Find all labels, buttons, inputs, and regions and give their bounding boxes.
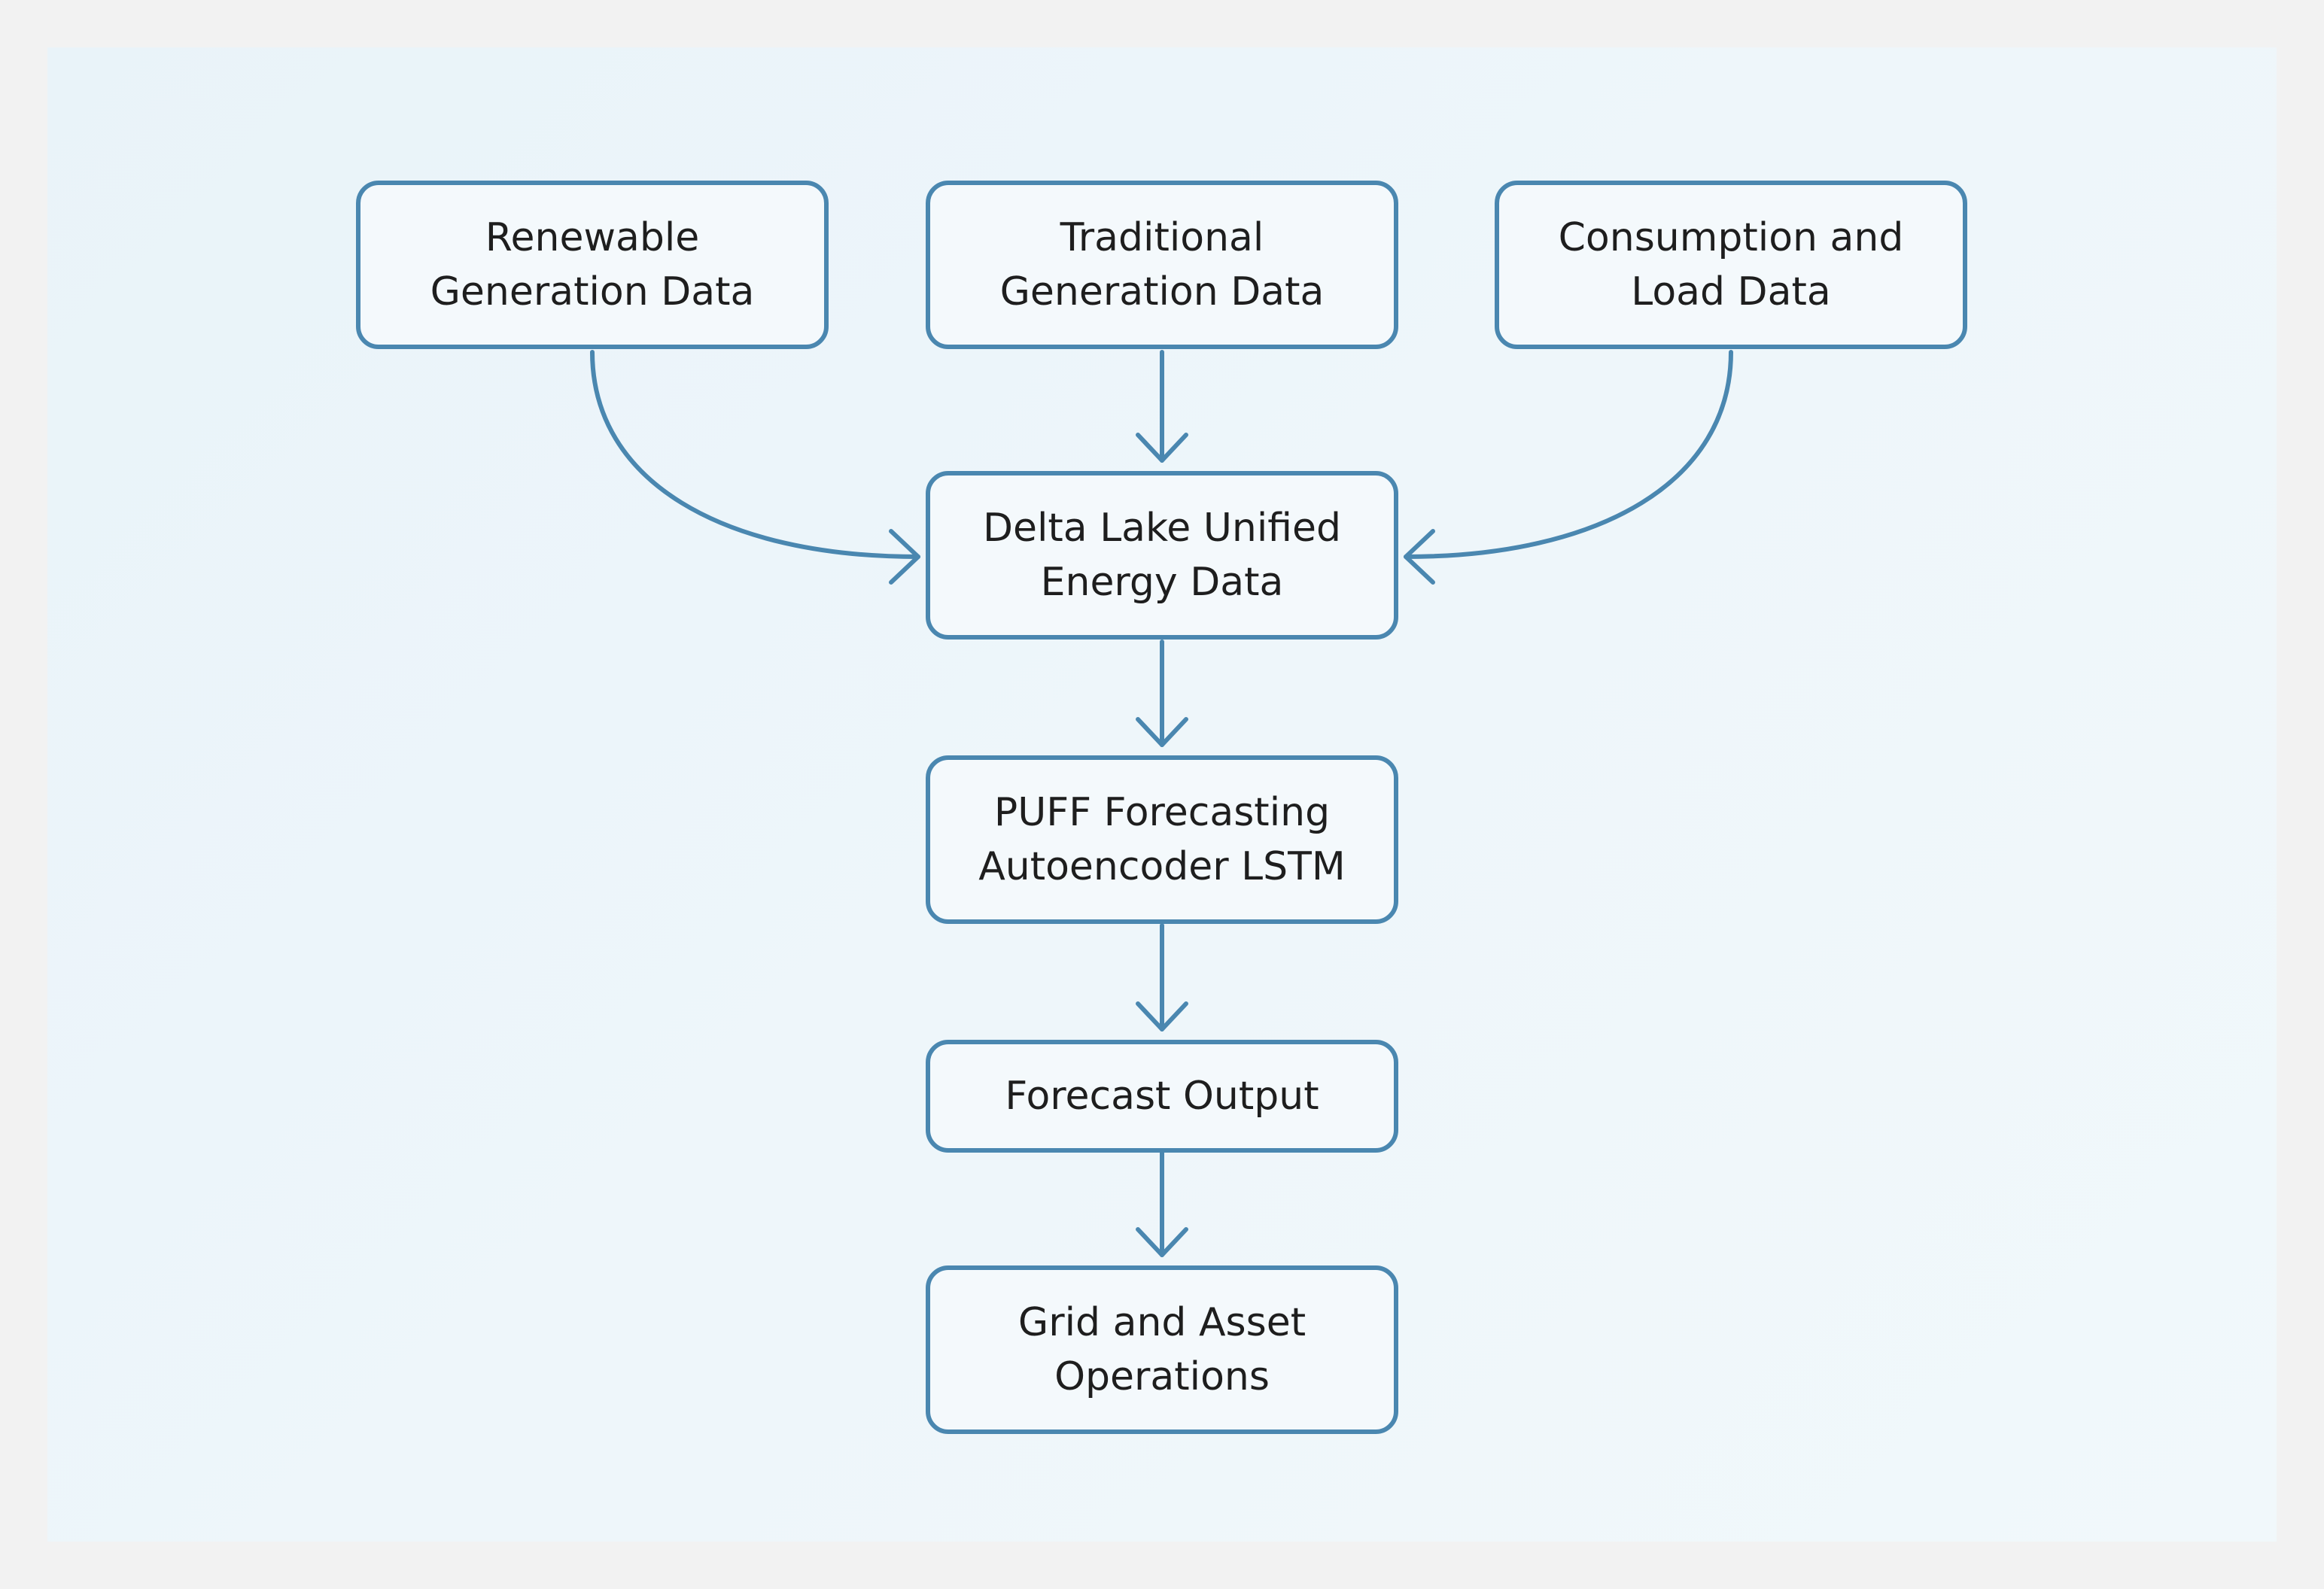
- node-label-line: Energy Data: [1040, 560, 1284, 605]
- node-forecast-output: Forecast Output: [926, 1040, 1398, 1153]
- node-label-line: Traditional: [1060, 215, 1264, 260]
- node-label-line: Load Data: [1631, 269, 1831, 314]
- node-label-line: Operations: [1054, 1354, 1270, 1399]
- node-label-line: Forecast Output: [1005, 1074, 1319, 1119]
- node-label-line: Delta Lake Unified: [982, 506, 1342, 551]
- edge-renewable-to-delta: [590, 350, 920, 585]
- node-grid-and-asset-operations: Grid and Asset Operations: [926, 1265, 1398, 1434]
- edge-traditional-to-delta: [1136, 350, 1188, 463]
- node-label-line: Generation Data: [430, 269, 755, 314]
- edge-consumption-to-delta: [1404, 350, 1733, 585]
- node-label-line: PUFF Forecasting: [993, 790, 1331, 835]
- node-consumption-and-load-data: Consumption and Load Data: [1495, 181, 1967, 349]
- node-label-line: Renewable: [485, 215, 700, 260]
- node-label-line: Generation Data: [999, 269, 1325, 314]
- node-label-line: Autoencoder LSTM: [978, 844, 1346, 889]
- node-label-line: Consumption and: [1558, 215, 1904, 260]
- edge-forecast-to-grid: [1136, 1150, 1188, 1257]
- node-renewable-generation-data: Renewable Generation Data: [356, 181, 829, 349]
- node-delta-lake-unified-energy-data: Delta Lake Unified Energy Data: [926, 471, 1398, 640]
- node-puff-forecasting-autoencoder-lstm: PUFF Forecasting Autoencoder LSTM: [926, 755, 1398, 924]
- edge-puff-to-forecast: [1136, 923, 1188, 1031]
- edge-delta-to-puff: [1136, 640, 1188, 747]
- node-label-line: Grid and Asset: [1018, 1300, 1306, 1345]
- node-traditional-generation-data: Traditional Generation Data: [926, 181, 1398, 349]
